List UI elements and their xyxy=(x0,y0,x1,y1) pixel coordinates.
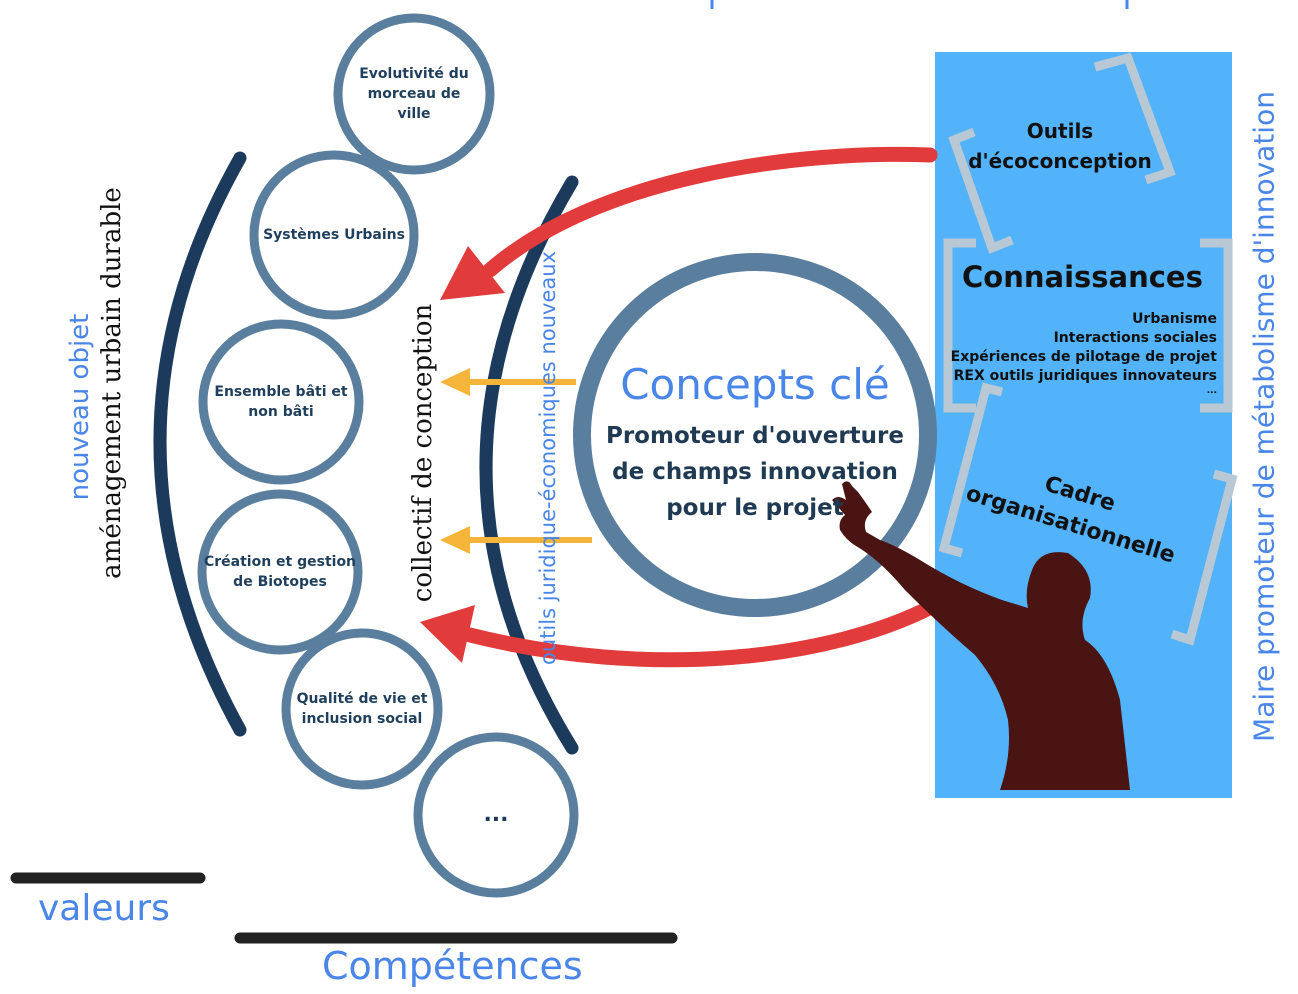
circle-label-creation: Création et gestion de Biotopes xyxy=(203,554,357,590)
center-title: Concepts clé xyxy=(620,360,890,409)
circle-label-evolutivite: Evolutivité du morceau de ville xyxy=(359,66,469,122)
yellow-arrow-bottom xyxy=(440,526,592,554)
panel-outils-line-2: d'écoconception xyxy=(968,149,1152,173)
label-outils-juridiques: outils juridique-économiques nouveaux xyxy=(536,251,560,665)
circle-label-ensemble: Ensemble bâti et non bâti xyxy=(214,384,348,420)
center-subtitle-line-3: pour le projet xyxy=(666,495,844,521)
knowledge-item: Interactions sociales xyxy=(1053,330,1217,346)
center-subtitle-line-2: de champs innovation xyxy=(612,459,898,485)
panel-connaissances-title: Connaissances xyxy=(962,260,1203,294)
outer-arc-right xyxy=(479,175,579,755)
center-subtitle: Promoteur d'ouverture de champs innovati… xyxy=(585,418,925,526)
red-arrow-top xyxy=(440,146,938,300)
panel-connaissances-list: Urbanisme Interactions sociales Expérien… xyxy=(945,310,1217,396)
knowledge-item: Expériences de pilotage de projet xyxy=(950,349,1217,365)
label-collectif: collectif de conception xyxy=(408,303,438,603)
knowledge-item: Urbanisme xyxy=(1132,311,1217,327)
circle-ellipsis xyxy=(413,732,579,898)
label-nouveau-objet: nouveau objet xyxy=(65,313,95,501)
circle-evolutivite xyxy=(333,13,495,175)
outer-arc-left xyxy=(153,151,247,737)
label-valeurs: valeurs xyxy=(38,888,170,929)
bracket-connaissances xyxy=(943,238,1233,413)
circle-creation xyxy=(197,489,363,655)
circle-qualite xyxy=(281,628,443,790)
center-subtitle-line-1: Promoteur d'ouverture xyxy=(605,423,904,449)
circle-ensemble xyxy=(198,319,364,485)
yellow-arrow-top xyxy=(440,368,576,396)
panel-outils: Outils d'écoconception xyxy=(960,116,1160,176)
label-amenagement: aménagement urbain durable xyxy=(97,187,127,579)
circle-label-qualite: Qualité de vie et inclusion social xyxy=(296,691,428,727)
label-maire: Maire promoteur de métabolisme d'innovat… xyxy=(1247,91,1281,742)
circle-systemes xyxy=(249,150,419,320)
bracket-outils xyxy=(948,52,1176,254)
person-silhouette xyxy=(832,481,1130,790)
red-arrow-bottom xyxy=(420,597,943,668)
circle-label-ellipsis: ... xyxy=(483,802,509,827)
label-competences: Compétences xyxy=(322,944,583,988)
knowledge-item: REX outils juridiques innovateurs xyxy=(953,368,1217,384)
knowledge-item: ... xyxy=(1206,386,1217,396)
panel-outils-line-1: Outils xyxy=(1026,119,1094,143)
bracket-cadre xyxy=(938,382,1238,646)
circle-label-systemes: Systèmes Urbains xyxy=(263,227,405,243)
